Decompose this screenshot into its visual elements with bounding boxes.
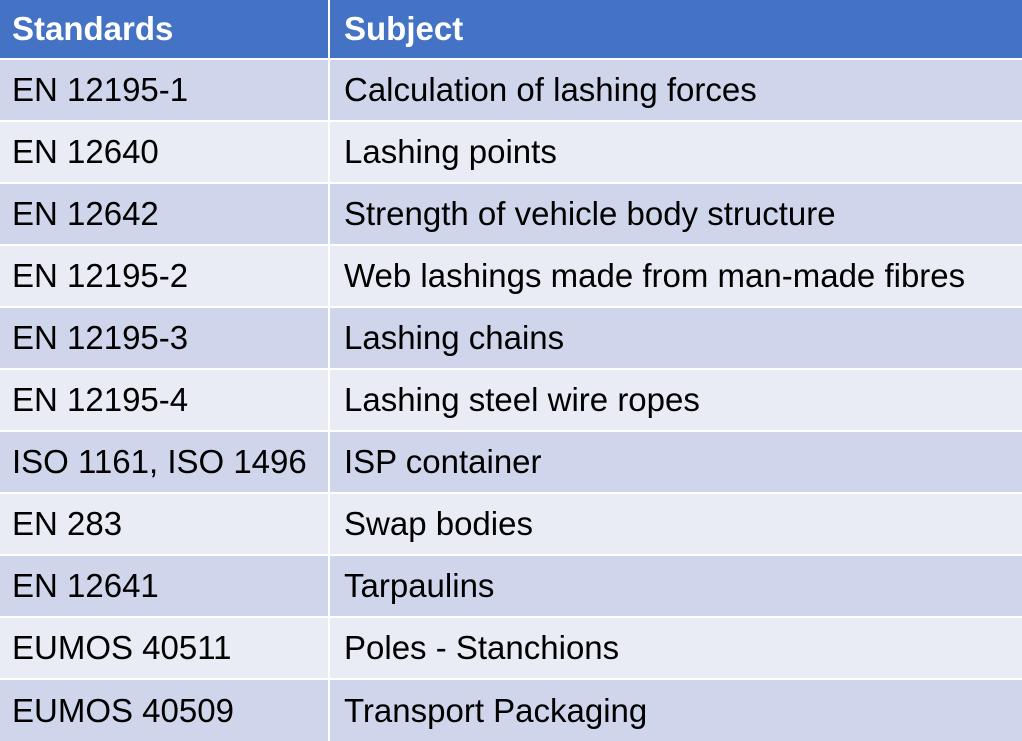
header-standards: Standards [0, 0, 330, 58]
header-subject: Subject [330, 0, 1022, 58]
subject-cell: Strength of vehicle body structure [330, 184, 1022, 244]
standard-cell: ISO 1161, ISO 1496 [0, 432, 330, 492]
subject-cell: Web lashings made from man-made fibres [330, 246, 1022, 306]
subject-cell: Lashing chains [330, 308, 1022, 368]
standard-cell: EN 12641 [0, 556, 330, 616]
subject-cell: Lashing points [330, 122, 1022, 182]
standard-cell: EN 12195-2 [0, 246, 330, 306]
subject-cell: ISP container [330, 432, 1022, 492]
standard-cell: EN 12195-3 [0, 308, 330, 368]
subject-cell: Calculation of lashing forces [330, 60, 1022, 120]
standard-cell: EUMOS 40511 [0, 618, 330, 678]
standard-cell: EN 12640 [0, 122, 330, 182]
standard-cell: EN 283 [0, 494, 330, 554]
table-header-row: Standards Subject [0, 0, 1022, 60]
subject-cell: Transport Packaging [330, 680, 1022, 741]
standard-cell: EN 12195-4 [0, 370, 330, 430]
subject-cell: Poles - Stanchions [330, 618, 1022, 678]
subject-cell: Swap bodies [330, 494, 1022, 554]
subject-cell: Lashing steel wire ropes [330, 370, 1022, 430]
standard-cell: EUMOS 40509 [0, 680, 330, 741]
standard-cell: EN 12195-1 [0, 60, 330, 120]
standard-cell: EN 12642 [0, 184, 330, 244]
subject-cell: Tarpaulins [330, 556, 1022, 616]
